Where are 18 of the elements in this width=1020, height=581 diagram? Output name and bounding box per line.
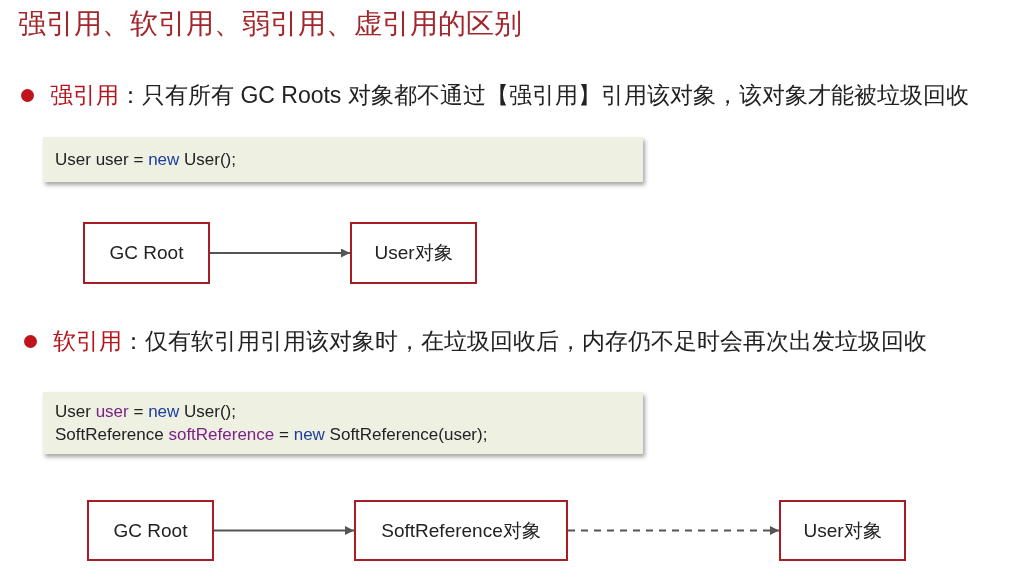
object-box: SoftReference对象 [354, 500, 568, 561]
object-box: GC Root [83, 222, 210, 284]
object-box: User对象 [779, 500, 906, 561]
object-box: User对象 [350, 222, 477, 284]
code-block [43, 137, 643, 182]
code-line: SoftReference softReference = new SoftReference(user); [55, 424, 488, 446]
arrow [567, 526, 780, 535]
bullet-text: ：只有所有 GC Roots 对象都不通过【强引用】引用该对象，该对象才能被垃圾回收 [119, 81, 969, 110]
bullet-heading: 强引用 [50, 81, 119, 110]
code-line: User user = new User(); [55, 149, 236, 171]
object-box: GC Root [87, 500, 214, 561]
slide-title: 强引用、软引用、弱引用、虚引用的区别 [18, 7, 522, 41]
code-block [43, 392, 643, 454]
bullet-text: ：仅有软引用引用该对象时，在垃圾回收后，内存仍不足时会再次出发垃圾回收 [122, 327, 927, 356]
arrow [209, 248, 351, 258]
arrow [213, 526, 355, 535]
bullet-heading: 软引用 [53, 327, 122, 356]
code-line: User user = new User(); [55, 401, 236, 423]
